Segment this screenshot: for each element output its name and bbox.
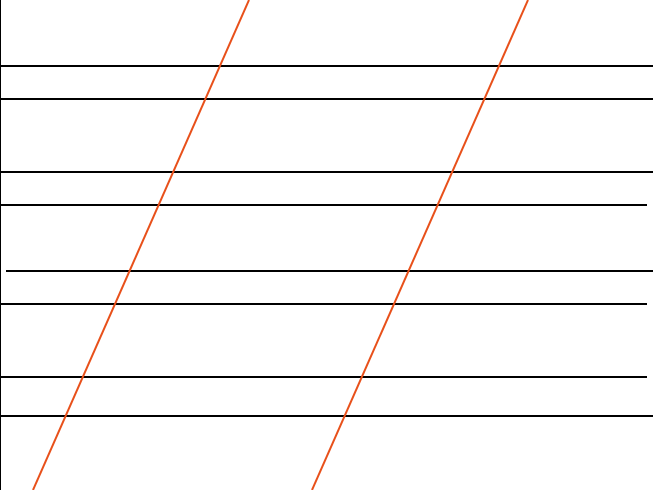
slanted-lines-group	[32, 0, 529, 490]
horizontal-lines-group	[0, 65, 653, 417]
slanted-line	[32, 0, 250, 490]
slanted-line	[311, 0, 529, 490]
